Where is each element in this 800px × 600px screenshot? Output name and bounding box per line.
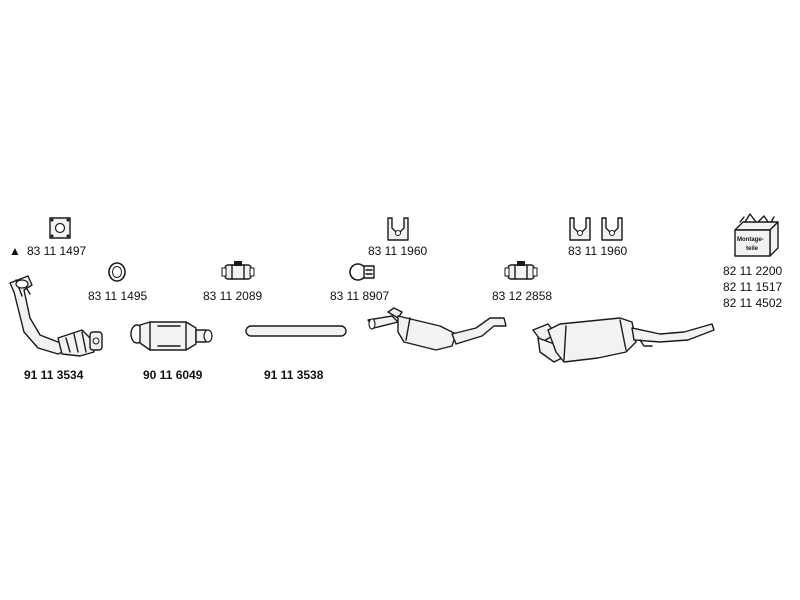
clamp-2-number: 83 11 8907 (330, 289, 389, 303)
gasket-front-marker: ▲ (9, 244, 21, 258)
catalytic-converter-icon (130, 321, 213, 351)
ring-gasket-number: 83 11 1495 (88, 289, 147, 303)
catalytic-converter-number: 90 11 6049 (143, 368, 203, 382)
clamp-3-number: 83 12 2858 (492, 289, 552, 303)
intermediate-pipe-number: 91 11 3538 (264, 368, 324, 382)
front-pipe-icon (9, 275, 103, 357)
hanger-2-number: 83 11 1960 (568, 244, 627, 258)
intermediate-pipe-icon (245, 325, 347, 337)
mounting-kit-label-2: teile (746, 246, 759, 252)
front-pipe-number: 91 11 3534 (24, 368, 84, 382)
mounting-kit-number-3: 82 11 4502 (723, 296, 782, 310)
gasket-front-number: 83 11 1497 (27, 244, 86, 258)
gasket-flange-icon (49, 217, 71, 239)
mounting-kit-label-1: Montage- (737, 237, 764, 243)
middle-muffler-icon (367, 307, 507, 351)
hanger-1-number: 83 11 1960 (368, 244, 427, 258)
rear-muffler-icon (532, 317, 715, 363)
ring-gasket-icon (108, 262, 126, 282)
hanger-1-icon (387, 217, 409, 241)
clamp-1-icon (221, 261, 255, 280)
clamp-3-icon (504, 261, 538, 280)
mounting-kit-box-icon: Montage- teile (734, 213, 779, 257)
clamp-1-number: 83 11 2089 (203, 289, 262, 303)
mounting-kit-number-1: 82 11 2200 (723, 264, 782, 278)
mounting-kit-number-2: 82 11 1517 (723, 280, 782, 294)
clamp-2-icon (349, 263, 375, 281)
hanger-2-icon (569, 217, 623, 241)
